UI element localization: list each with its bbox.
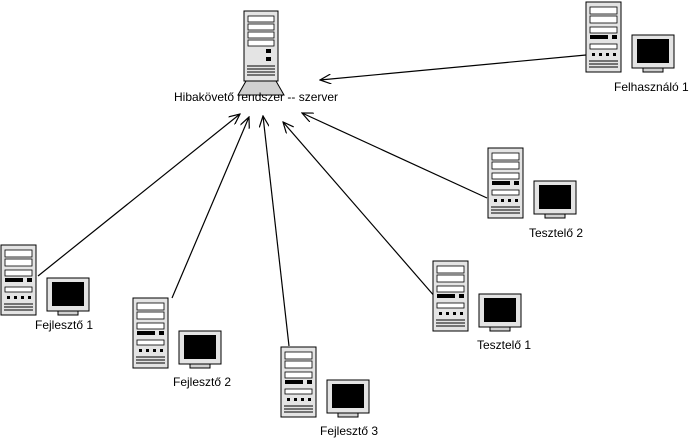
client-tesztelo-2: Tesztelő 2 [487,147,583,240]
arrow-fejleszto-3 [263,116,290,347]
workstation-icon [0,244,90,316]
arrow-fejleszto-1 [37,114,240,277]
client-fejleszto-2: Fejlesztő 2 [132,297,231,389]
arrow-felhasznalo-1 [320,54,587,80]
workstation-icon [432,260,522,332]
server-node: Hibakövető rendszer -- szerver [174,10,338,104]
client-fejleszto-3: Fejlesztő 3 [280,346,378,438]
client-tesztelo-1: Tesztelő 1 [432,260,531,352]
client-label: Tesztelő 2 [529,226,583,240]
client-label: Felhasználó 1 [614,80,689,94]
client-fejleszto-1: Fejlesztő 1 [0,244,93,332]
connection-arrows [37,54,587,347]
server-label: Hibakövető rendszer -- szerver [174,90,338,104]
workstation-icon [132,297,222,369]
workstation-icon [487,147,577,219]
client-felhasznalo-1: Felhasználó 1 [585,1,689,94]
client-label: Fejlesztő 3 [320,424,378,438]
workstation-icon [280,346,370,418]
client-label: Fejlesztő 1 [35,318,93,332]
workstation-icon [585,1,675,73]
arrow-tesztelo-2 [302,113,488,199]
server-tower-icon [237,10,285,96]
client-label: Tesztelő 1 [477,338,531,352]
arrow-fejleszto-2 [171,117,249,299]
client-label: Fejlesztő 2 [173,375,231,389]
arrow-tesztelo-1 [283,122,437,299]
